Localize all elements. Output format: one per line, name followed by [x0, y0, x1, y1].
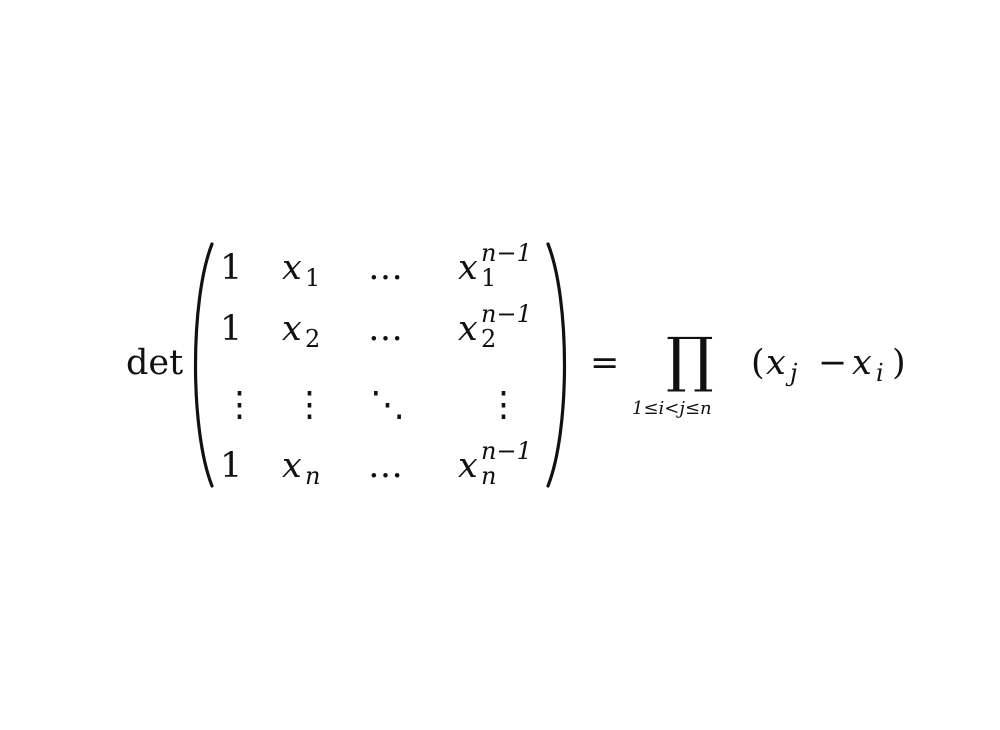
matrix-cell-r2c4-superscript: n−1: [481, 300, 532, 328]
matrix-cell-r1c1: 1: [220, 248, 243, 288]
matrix-cell-r3c2-vertical-dots: ⋮: [292, 385, 327, 425]
matrix-cell-r2c4-base: x: [458, 309, 478, 349]
equals-sign: =: [590, 343, 620, 383]
matrix-cell-r4c2-subscript: n: [305, 462, 321, 490]
matrix-cell-r4c4-superscript: n−1: [481, 437, 532, 465]
det-operator: det: [126, 343, 184, 383]
product-limits: 1≤i<j≤n: [632, 398, 712, 419]
matrix-right-parenthesis: [546, 242, 567, 488]
rhs-minus-sign: −: [818, 343, 848, 383]
matrix-cell-r1c4-superscript: n−1: [481, 239, 532, 267]
rhs-xi-base: x: [852, 343, 872, 383]
matrix-cell-r4c1: 1: [220, 446, 243, 486]
matrix-left-parenthesis: [193, 242, 214, 488]
matrix-cell-r2c1: 1: [220, 309, 243, 349]
matrix-cell-r1c4-base: x: [458, 248, 478, 288]
matrix-cell-r1c2-base: x: [282, 248, 302, 288]
product-symbol: ∏: [666, 325, 714, 395]
matrix-cell-r4c4-subscript: n: [481, 462, 497, 490]
matrix-cell-r3c4-vertical-dots: ⋮: [486, 385, 521, 425]
matrix-cell-r1c2-subscript: 1: [305, 264, 321, 292]
matrix-cell-r4c2-base: x: [282, 446, 302, 486]
matrix-cell-r2c2-subscript: 2: [305, 325, 321, 353]
rhs-close-paren: ): [892, 343, 906, 383]
matrix-cell-r4c3: …: [368, 446, 403, 486]
matrix-cell-r1c4-subscript: 1: [481, 264, 497, 292]
matrix-cell-r3c3-diagonal-dots: ⋱: [370, 385, 405, 425]
rhs-open-paren: (: [751, 343, 765, 383]
matrix-cell-r2c4-subscript: 2: [481, 325, 497, 353]
rhs-xi-subscript: i: [876, 359, 884, 387]
matrix-cell-r2c3: …: [368, 309, 403, 349]
matrix-cell-r1c3: …: [368, 248, 403, 288]
rhs-xj-base: x: [766, 343, 786, 383]
matrix-cell-r4c4-base: x: [458, 446, 478, 486]
rhs-xj-subscript: j: [790, 359, 798, 387]
matrix-cell-r3c1-vertical-dots: ⋮: [222, 385, 257, 425]
matrix-cell-r2c2-base: x: [282, 309, 302, 349]
